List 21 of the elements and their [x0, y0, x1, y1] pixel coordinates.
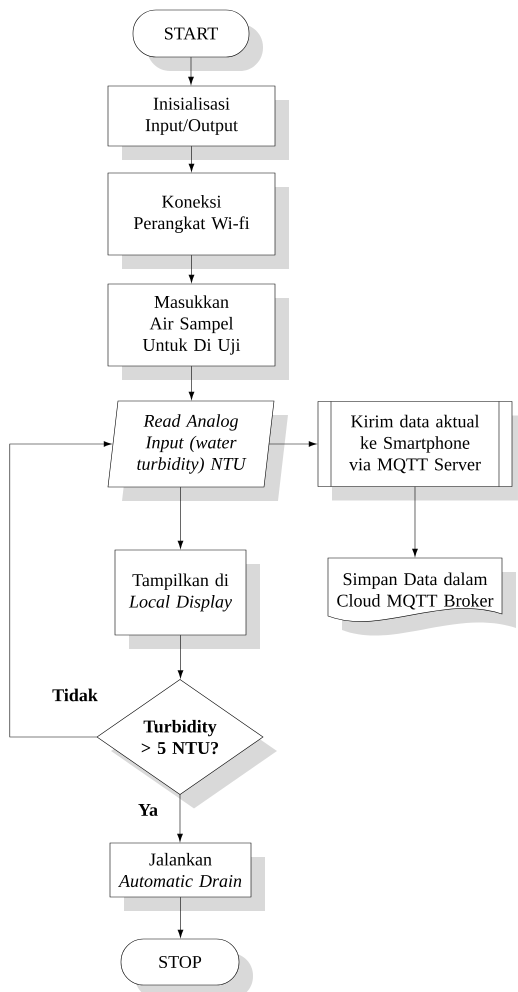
arrow: [178, 896, 184, 938]
process-box: Jalankan Automatic Drain: [110, 842, 265, 911]
arrow: [188, 146, 194, 172]
arrow: [178, 634, 184, 678]
terminal-oval: START: [132, 10, 263, 71]
arrow: [177, 794, 183, 842]
process-box: Inisialisasi Input/Output: [108, 86, 289, 160]
process-box: Koneksi Perangkat Wi-fi: [108, 172, 289, 269]
arrow: [10, 441, 112, 738]
arrow: [178, 486, 184, 549]
terminal-oval: STOP: [120, 938, 253, 992]
arrow: [412, 486, 418, 557]
process-box: Tampilkan di Local Display: [114, 550, 260, 649]
process-box: Masukkan Air Sampel Untuk Di Uji: [108, 284, 289, 380]
arrow: [268, 441, 317, 447]
predefined-process-box: Kirim data aktual ke Smartphone via MQTT Server: [318, 401, 518, 500]
edge-label: Tidak: [51, 688, 99, 702]
input-parallelogram: Read Analog Input (water turbidity) NTU: [108, 400, 288, 501]
arrow: [188, 56, 194, 85]
arrow: [188, 366, 194, 400]
arrow: [188, 254, 194, 283]
